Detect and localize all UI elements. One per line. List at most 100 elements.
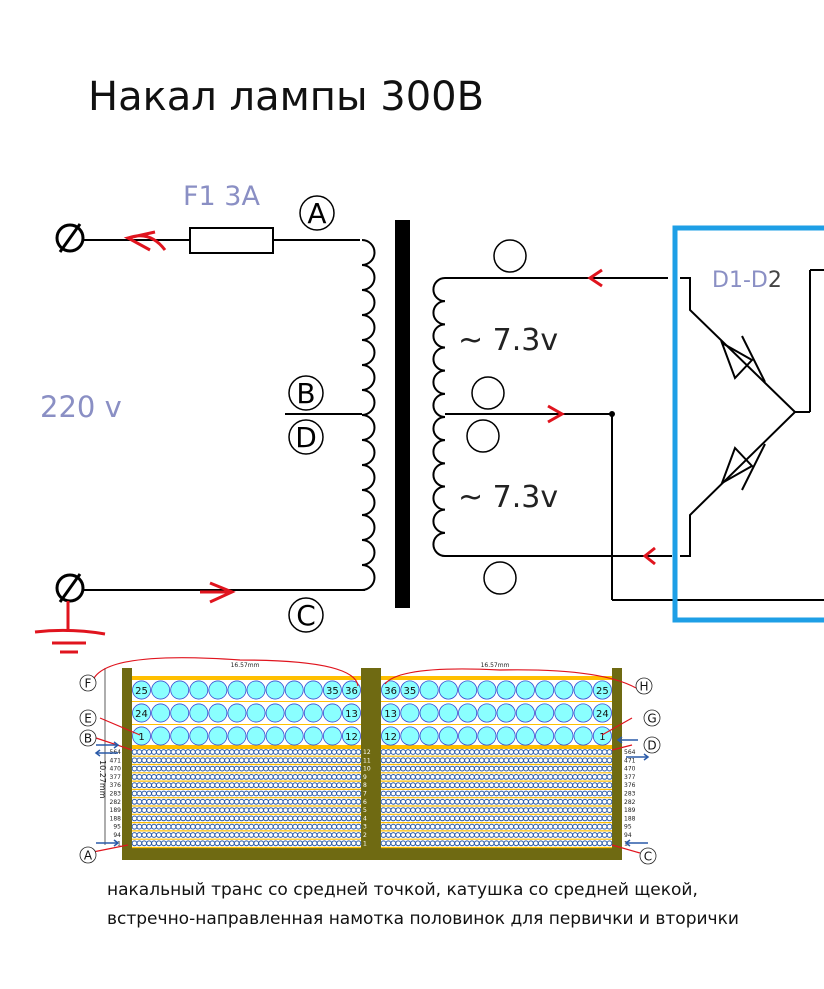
primary-turn: [591, 765, 598, 772]
primary-turn: [146, 832, 153, 838]
primary-turn: [473, 823, 480, 830]
primary-turn: [180, 832, 187, 838]
primary-turn: [577, 782, 583, 789]
primary-turn: [518, 749, 524, 755]
primary-turn: [542, 815, 549, 822]
turn-number: 24: [596, 709, 609, 720]
primary-turn: [400, 765, 407, 772]
primary-turn: [355, 840, 362, 847]
primary-turn: [518, 765, 524, 772]
secondary-turn: [132, 703, 151, 723]
primary-turn: [219, 832, 226, 838]
point-marker: [79, 729, 97, 747]
primary-turn: [439, 774, 446, 780]
primary-turn: [473, 782, 480, 789]
primary-turn: [170, 798, 177, 805]
primary-turn: [419, 815, 426, 822]
primary-turn: [185, 765, 191, 772]
primary-turn: [316, 782, 323, 789]
primary-turn: [414, 807, 421, 813]
primary-turn: [601, 823, 608, 830]
primary-turn: [542, 774, 549, 780]
primary-turn: [180, 840, 187, 847]
primary-turn: [336, 815, 342, 822]
primary-turn: [233, 798, 240, 805]
primary-turn: [503, 790, 510, 797]
primary-turn: [419, 774, 426, 780]
primary-turn: [331, 790, 338, 797]
primary-turn: [405, 757, 411, 764]
primary-turn: [228, 749, 235, 755]
primary-turn: [340, 765, 347, 772]
primary-turn: [155, 798, 162, 805]
primary-turn: [537, 757, 544, 764]
primary-turn: [243, 823, 250, 830]
primary-turn: [282, 774, 289, 780]
primary-turn: [194, 765, 201, 772]
turn-count-right: 376: [624, 782, 636, 789]
primary-turn: [562, 757, 569, 764]
primary-turn: [444, 774, 451, 780]
primary-turn: [508, 807, 515, 813]
primary-turn: [287, 798, 294, 805]
primary-turn: [258, 798, 265, 805]
primary-turn: [292, 782, 299, 789]
direction-arrow: [113, 839, 120, 847]
primary-turn: [596, 757, 603, 764]
primary-turn: [473, 807, 480, 813]
primary-turn: [199, 840, 206, 847]
primary-turn: [306, 815, 313, 822]
primary-turn: [190, 807, 196, 813]
ground-icon: [34, 601, 106, 654]
primary-turn: [380, 790, 387, 797]
direction-arrow: [94, 749, 101, 757]
primary-turn: [400, 840, 407, 847]
primary-turn: [493, 798, 500, 805]
primary-turn: [459, 815, 466, 822]
primary-turn: [258, 774, 265, 780]
primary-turn: [185, 749, 191, 755]
primary-turn: [591, 823, 598, 830]
primary-turn: [380, 815, 387, 822]
secondary-turn: [284, 680, 304, 700]
primary-turn: [508, 765, 515, 772]
primary-turn: [131, 807, 138, 813]
primary-turn: [459, 782, 466, 789]
secondary-turn: [170, 726, 190, 746]
primary-turn: [326, 840, 333, 847]
primary-turn: [136, 832, 143, 838]
primary-turn: [586, 840, 593, 847]
primary-turn: [326, 782, 333, 789]
primary-turn: [527, 782, 534, 789]
primary-turn: [248, 774, 255, 780]
primary-turn: [355, 749, 362, 755]
primary-turn: [410, 782, 416, 789]
primary-turn: [567, 782, 574, 789]
primary-turn: [199, 765, 206, 772]
primary-turn: [478, 807, 485, 813]
primary-turn: [444, 840, 451, 847]
primary-turn: [385, 757, 392, 764]
primary-turn: [483, 823, 490, 830]
primary-turn: [263, 782, 269, 789]
diode-icon: [720, 335, 766, 491]
primary-turn: [542, 782, 549, 789]
primary-turn: [606, 807, 613, 813]
turn-count-left: 470: [110, 766, 122, 773]
primary-turn: [326, 807, 333, 813]
primary-turn: [297, 832, 303, 838]
primary-turn: [572, 823, 579, 830]
primary-turn: [292, 840, 299, 847]
primary-turn: [170, 815, 177, 822]
primary-turn: [493, 757, 500, 764]
primary-turn: [277, 757, 284, 764]
primary-turn: [306, 749, 313, 755]
primary-turn: [287, 749, 294, 755]
primary-turn: [243, 798, 250, 805]
primary-turn: [562, 782, 569, 789]
primary-turn: [542, 807, 549, 813]
primary-turn: [209, 815, 216, 822]
primary-turn: [429, 757, 436, 764]
primary-turn: [596, 749, 603, 755]
primary-turn: [224, 807, 230, 813]
